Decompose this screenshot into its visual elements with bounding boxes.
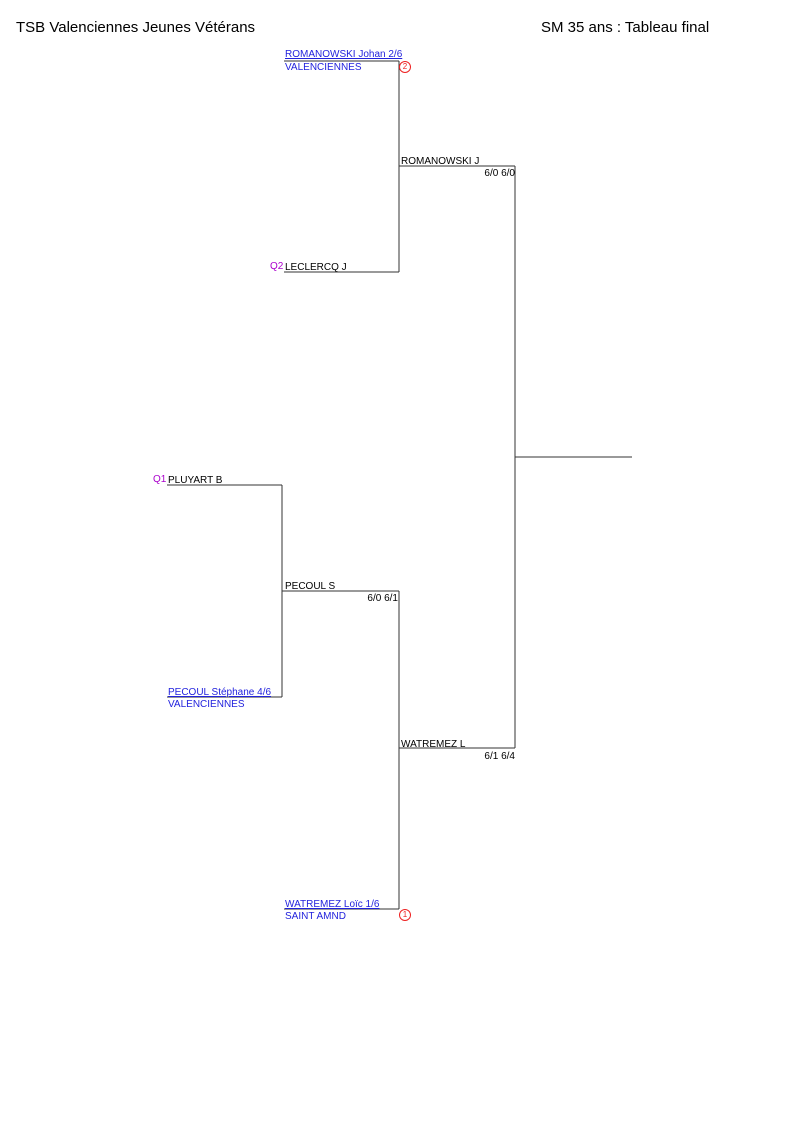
player-leclercq: LECLERCQ J bbox=[285, 262, 347, 273]
r1-score: 6/0 6/1 bbox=[367, 593, 398, 604]
sf1-winner: ROMANOWSKI J bbox=[401, 156, 480, 167]
seed-badge-2: 2 bbox=[399, 61, 411, 73]
player-romanowski-link[interactable]: ROMANOWSKI Johan 2/6 bbox=[285, 49, 403, 60]
player-pecoul-club: VALENCIENNES bbox=[168, 699, 245, 710]
sf1-score: 6/0 6/0 bbox=[484, 168, 515, 179]
event-title: SM 35 ans : Tableau final bbox=[541, 19, 710, 36]
seed-badge-1: 1 bbox=[399, 909, 411, 921]
player-romanowski-club: VALENCIENNES bbox=[285, 62, 362, 73]
player-watremez-link[interactable]: WATREMEZ Loïc 1/6 bbox=[285, 899, 380, 910]
player-pecoul-link[interactable]: PECOUL Stéphane 4/6 bbox=[168, 687, 272, 698]
player-watremez-club: SAINT AMND bbox=[285, 911, 346, 922]
r1-winner: PECOUL S bbox=[285, 581, 336, 592]
sf2-winner: WATREMEZ L bbox=[401, 739, 466, 750]
sf2-score: 6/1 6/4 bbox=[484, 751, 515, 762]
qualifier-badge-q2: Q2 bbox=[270, 261, 284, 272]
qualifier-badge-q1: Q1 bbox=[153, 474, 167, 485]
player-pluyart: PLUYART B bbox=[168, 475, 223, 486]
club-title: TSB Valenciennes Jeunes Vétérans bbox=[16, 19, 256, 36]
